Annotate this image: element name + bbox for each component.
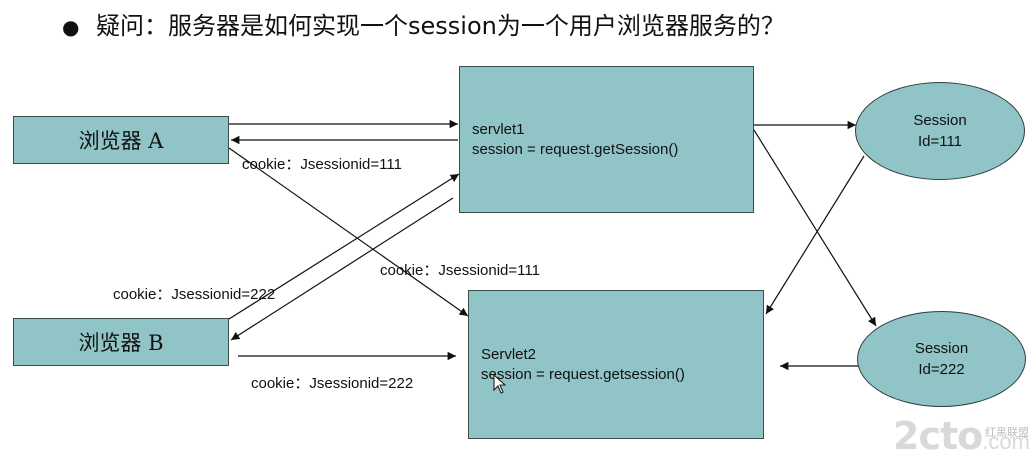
session-222-id: Id=222: [918, 361, 965, 378]
title-text: 疑问：服务器是如何实现一个session为一个用户浏览器服务的？: [96, 12, 785, 40]
arrow-a-to-servlet2: [228, 147, 469, 317]
title-bullet: ●: [62, 15, 80, 39]
servlet2-code: session = request.getsession(): [481, 366, 685, 383]
mouse-cursor-icon: [493, 374, 507, 394]
servlet1-code: session = request.getSession(): [472, 141, 679, 158]
browser-a-node: 浏览器 A: [13, 116, 229, 164]
watermark-logo: 2cto.com 红黑联盟: [893, 414, 1030, 458]
servlet1-name: servlet1: [472, 121, 525, 138]
page-title: ● 疑问：服务器是如何实现一个session为一个用户浏览器服务的？: [62, 6, 785, 41]
session-111-node: Session Id=111: [855, 82, 1025, 180]
cookie-label-a-return: cookie：Jsessionid=111: [242, 156, 402, 173]
cookie-label-b-return: cookie：Jsessionid=222: [113, 286, 276, 303]
watermark-tld: .com: [982, 429, 1030, 454]
arrow-servlet1-to-b: [230, 197, 454, 341]
servlet2-text: Servlet2 session = request.getsession(): [481, 345, 685, 385]
session-111-id: Id=111: [917, 133, 963, 150]
watermark-cn: 红黑联盟: [985, 426, 1029, 439]
browser-b-label: 浏览器 B: [78, 331, 164, 355]
servlet1-node: servlet1 session = request.getSession(): [459, 66, 754, 213]
session-222-title: Session: [914, 340, 969, 357]
cookie-label-b-to-servlet2: cookie：Jsessionid=222: [251, 375, 414, 392]
session-111-title: Session: [913, 112, 967, 129]
watermark-main: 2cto: [893, 414, 983, 458]
session-222-node: Session Id=222: [857, 311, 1026, 407]
browser-a-label: 浏览器 A: [78, 129, 164, 153]
servlet1-text: servlet1 session = request.getSession(): [472, 120, 678, 160]
servlet2-node: Servlet2 session = request.getsession(): [468, 290, 764, 439]
cookie-label-a-to-servlet2: cookie：Jsessionid=111: [380, 262, 540, 279]
arrow-b-to-servlet1: [228, 173, 460, 320]
arrow-session111-to-servlet2: [765, 155, 865, 315]
servlet2-name: Servlet2: [481, 346, 537, 363]
arrow-servlet1-to-session222: [753, 129, 877, 327]
browser-b-node: 浏览器 B: [13, 318, 229, 366]
